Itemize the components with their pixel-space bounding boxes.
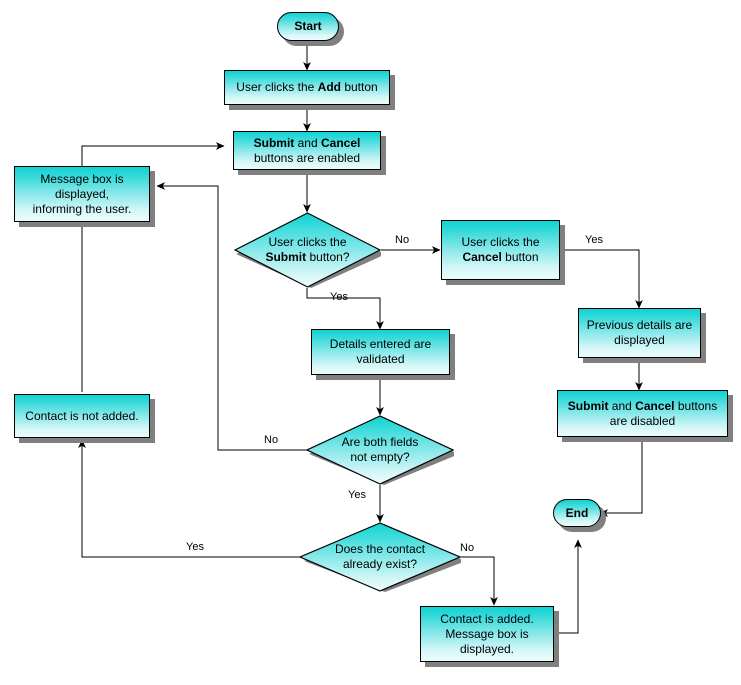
node-label-user-clicks-add-button: User clicks the Add button xyxy=(236,80,378,94)
node-start[interactable]: Start xyxy=(277,12,344,46)
node-face: End xyxy=(553,499,601,527)
node-face: Start xyxy=(277,12,339,41)
node-label-start: Start xyxy=(294,19,322,33)
node-face: User clicks the Add button xyxy=(224,70,390,105)
node-label-end: End xyxy=(565,505,589,520)
edge-label-cancel-yes: Yes xyxy=(585,234,603,246)
edge-label-exists-no: No xyxy=(460,542,475,554)
edge-cancel-yes-to-prev xyxy=(560,249,643,309)
edge-label-fields-no: No xyxy=(264,434,279,446)
node-end[interactable]: End xyxy=(553,499,606,532)
diamond-shape xyxy=(306,415,454,485)
node-label-contact-is-not-added: Contact is not added. xyxy=(25,408,139,423)
node-face: Contact is not added. xyxy=(14,394,150,438)
edge-exists-no-to-added xyxy=(459,556,498,606)
edge-label-submit-yes: Yes xyxy=(330,291,348,303)
edge-label-exists-yes: Yes xyxy=(186,541,204,553)
edge-exists-yes-to-not-added xyxy=(78,439,301,558)
edge-disabled-to-end xyxy=(599,437,643,517)
diamond-shape xyxy=(299,522,461,592)
node-user-clicks-add-button[interactable]: User clicks the Add button xyxy=(224,70,395,110)
edge-label-submit-no: No xyxy=(395,234,410,246)
edge-label-fields-yes: Yes xyxy=(348,489,366,501)
edge-msgbox-to-enabled xyxy=(81,142,225,166)
node-contact-is-not-added[interactable]: Contact is not added. xyxy=(14,394,155,443)
